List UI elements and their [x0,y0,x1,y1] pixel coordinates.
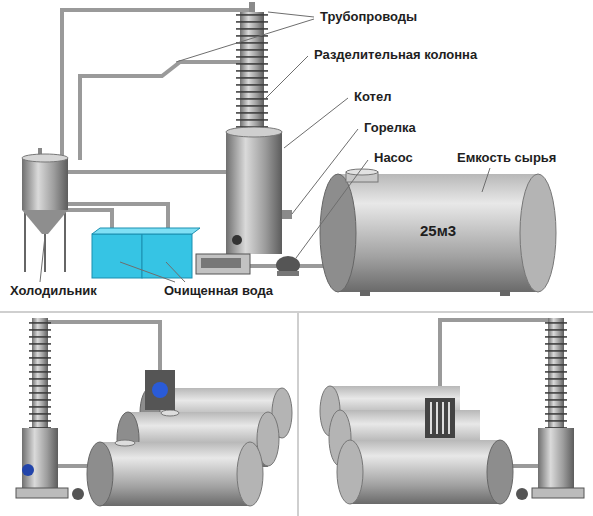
callout-label: Очищенная вода [162,284,275,299]
callout-label: Насос [372,151,415,166]
plant-view-left [16,318,292,506]
callout-label: Емкость сырья [455,151,558,166]
water-box [142,234,192,278]
plant-view-right [320,318,584,504]
tank [338,174,538,292]
cooler [22,158,68,210]
callout-label: Горелка [362,121,418,136]
callout-label: Котел [352,90,393,105]
callout-label: Разделительная колонна [312,48,479,63]
water-box [92,234,142,278]
boiler [226,132,282,254]
callout-label: Трубопроводы [318,10,419,25]
burner [196,254,250,274]
capacity-label: 25м3 [418,222,458,239]
callout-label: Холодильник [8,284,99,299]
leader-lines [40,12,490,282]
